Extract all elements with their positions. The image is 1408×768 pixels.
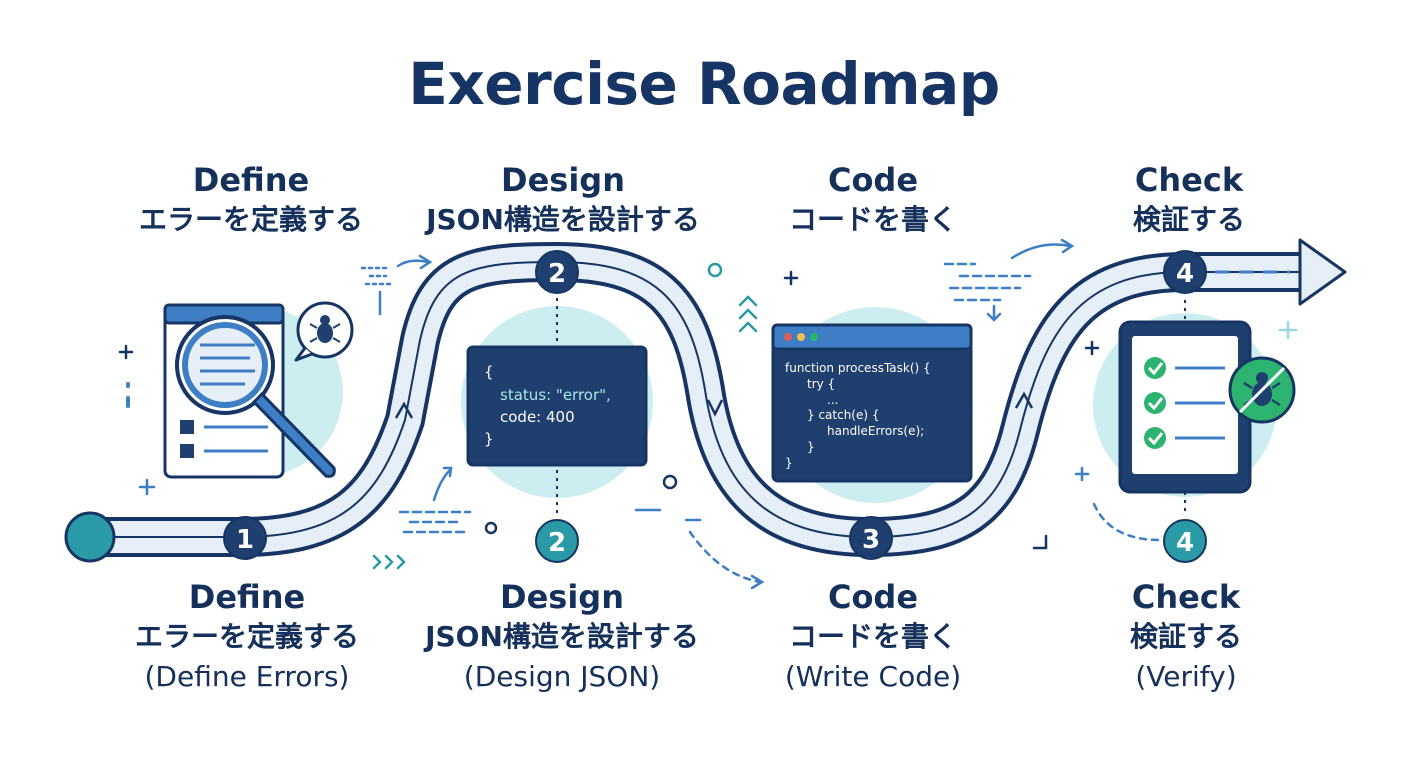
marker-4-below-label: 4 bbox=[1176, 528, 1194, 558]
code-line-7: } bbox=[785, 456, 793, 470]
finish-arrow-icon bbox=[1298, 238, 1347, 306]
code-window-icon: function processTask() { try { ... } cat… bbox=[771, 323, 973, 483]
bug-icon bbox=[1228, 356, 1296, 424]
bottom-label-code: Code コードを書く (Write Code) bbox=[703, 577, 1043, 697]
code-line-4: } catch(e) { bbox=[807, 408, 880, 422]
bottom-label-define: Define エラーを定義する (Define Errors) bbox=[77, 577, 417, 697]
top-label-design-en: Design bbox=[501, 161, 625, 199]
top-label-code-jp: コードを書く bbox=[788, 203, 957, 236]
bug-icon bbox=[294, 301, 354, 362]
json-line-3: code: 400 bbox=[500, 408, 575, 426]
code-line-3: ... bbox=[827, 393, 838, 407]
top-label-code: Code コードを書く bbox=[703, 160, 1043, 240]
bottom-label-design-en: Design bbox=[500, 578, 624, 616]
marker-2-below-label: 2 bbox=[548, 528, 566, 558]
bottom-label-code-jp: コードを書く bbox=[788, 620, 957, 653]
decorative-accents bbox=[118, 238, 1298, 590]
bottom-label-check: Check 検証する (Verify) bbox=[1016, 577, 1356, 697]
json-card-icon: { status: "error", code: 400 } bbox=[466, 345, 648, 467]
tablet-checklist-icon bbox=[1118, 320, 1252, 494]
marker-2: 2 bbox=[535, 250, 579, 294]
bottom-label-code-en: Code bbox=[827, 578, 919, 616]
json-line-4: } bbox=[484, 430, 494, 448]
bottom-label-design: Design JSON構造を設計する (Design JSON) bbox=[392, 577, 732, 697]
magnifier-document-icon bbox=[163, 303, 336, 479]
top-label-code-en: Code bbox=[827, 161, 919, 199]
bottom-label-define-en: Define bbox=[188, 578, 306, 616]
marker-3: 3 bbox=[849, 516, 893, 560]
bottom-label-check-en: Check bbox=[1131, 578, 1241, 616]
marker-3-label: 3 bbox=[862, 525, 880, 555]
top-label-check: Check 検証する bbox=[1019, 160, 1359, 240]
top-label-define-jp: エラーを定義する bbox=[138, 203, 363, 236]
json-line-2: status: "error", bbox=[500, 386, 611, 404]
marker-4-below: 4 bbox=[1163, 519, 1207, 563]
bottom-label-define-sub: (Define Errors) bbox=[144, 660, 350, 693]
bottom-label-define-jp: エラーを定義する bbox=[134, 620, 359, 653]
page-title: Exercise Roadmap bbox=[408, 50, 1000, 118]
marker-4-label: 4 bbox=[1176, 259, 1194, 289]
top-label-define: Define エラーを定義する bbox=[81, 160, 421, 240]
bottom-label-design-jp: JSON構造を設計する bbox=[425, 620, 699, 653]
top-label-check-jp: 検証する bbox=[1132, 203, 1245, 236]
start-dot bbox=[64, 511, 116, 563]
marker-2-below: 2 bbox=[535, 519, 579, 563]
marker-2-label: 2 bbox=[548, 259, 566, 289]
bottom-label-check-sub: (Verify) bbox=[1135, 660, 1237, 693]
marker-4: 4 bbox=[1163, 250, 1207, 294]
bottom-label-check-jp: 検証する bbox=[1129, 620, 1242, 653]
roadmap-path bbox=[64, 238, 1347, 563]
marker-1-label: 1 bbox=[236, 525, 254, 555]
json-line-1: { bbox=[484, 363, 494, 381]
bottom-label-design-sub: (Design JSON) bbox=[463, 660, 661, 693]
top-label-define-en: Define bbox=[192, 161, 310, 199]
top-label-design-jp: JSON構造を設計する bbox=[426, 203, 700, 236]
top-label-design: Design JSON構造を設計する bbox=[393, 160, 733, 240]
marker-1: 1 bbox=[223, 516, 267, 560]
code-line-6: } bbox=[807, 440, 815, 454]
code-line-1: function processTask() { bbox=[785, 361, 931, 375]
bottom-label-code-sub: (Write Code) bbox=[784, 660, 962, 693]
top-label-check-en: Check bbox=[1134, 161, 1244, 199]
code-line-2: try { bbox=[807, 377, 835, 391]
code-line-5: handleErrors(e); bbox=[827, 424, 924, 438]
